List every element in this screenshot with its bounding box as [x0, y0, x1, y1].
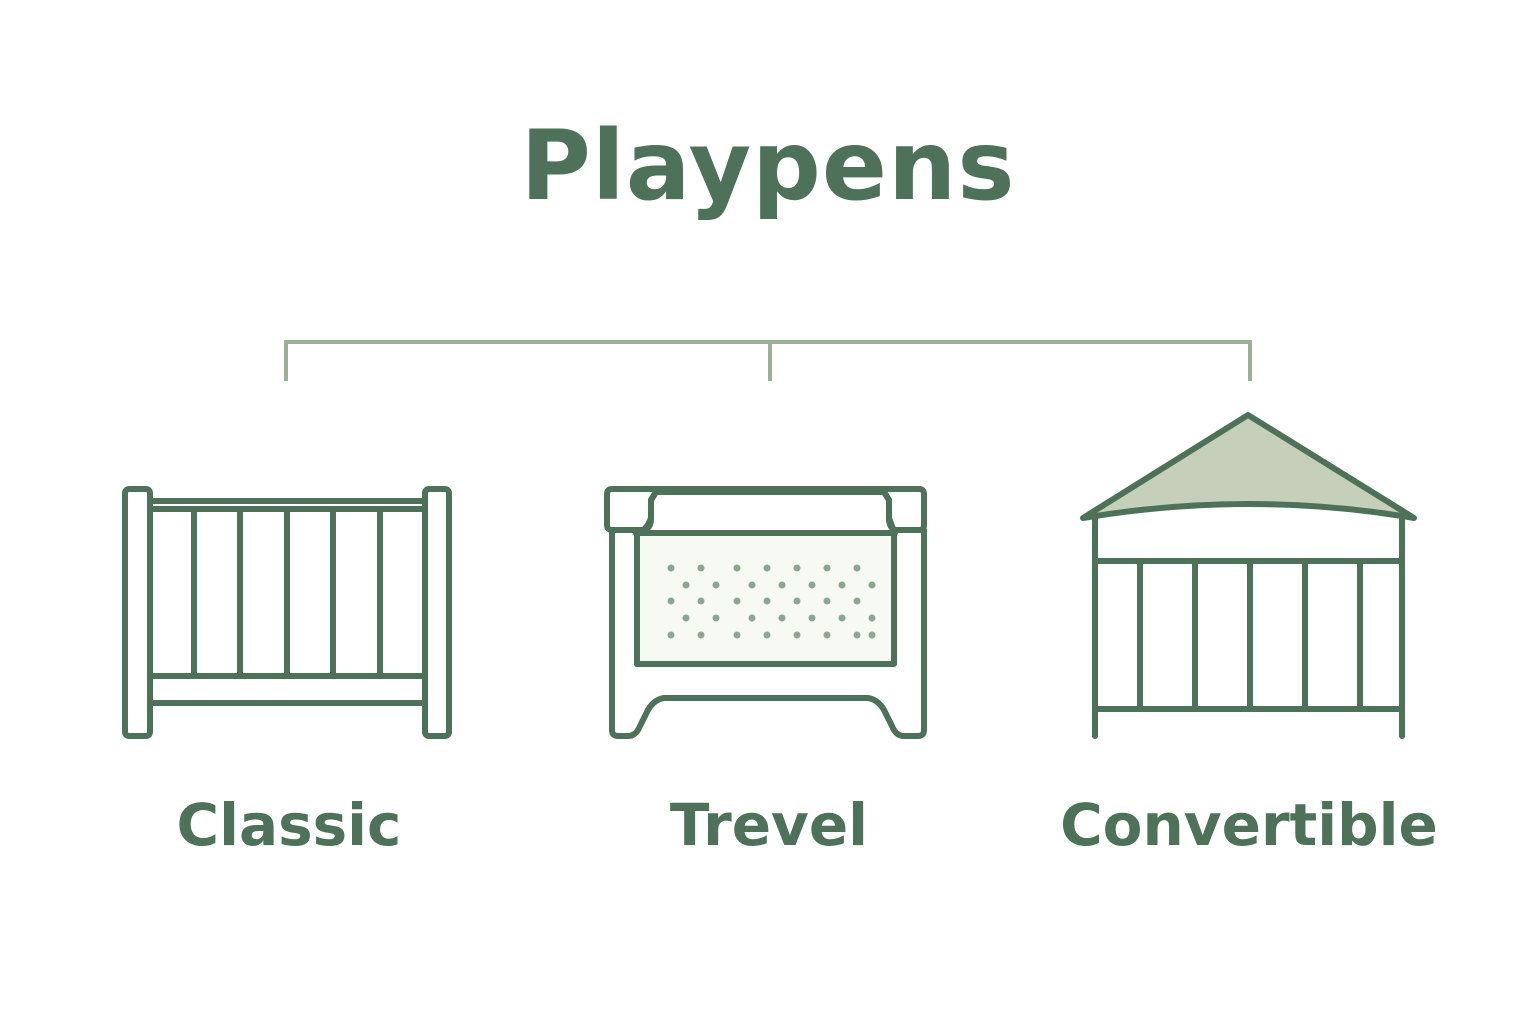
mesh-dot	[733, 631, 741, 639]
classic-crib-icon	[122, 486, 452, 739]
mesh-dot	[748, 614, 756, 622]
mesh-dot	[748, 581, 756, 589]
convertible-canopy-roof	[1080, 412, 1417, 521]
classic-bottom-rail	[147, 673, 428, 706]
convertible-playpen-icon	[1080, 412, 1417, 739]
mesh-dot	[697, 631, 705, 639]
mesh-dot	[712, 581, 720, 589]
category-label-classic: Classic	[176, 791, 402, 859]
mesh-dot	[763, 631, 771, 639]
travel-left-bracket	[633, 489, 659, 536]
mesh-dot	[853, 597, 861, 605]
mesh-dot	[733, 564, 741, 572]
mesh-dot	[838, 614, 846, 622]
diagram-title: Playpens	[520, 110, 1016, 222]
mesh-dot	[763, 597, 771, 605]
mesh-dot	[763, 564, 771, 572]
mesh-dot	[823, 631, 831, 639]
mesh-dot	[712, 614, 720, 622]
mesh-dot	[778, 614, 786, 622]
mesh-dot	[667, 631, 675, 639]
mesh-dot	[697, 564, 705, 572]
convertible-slats	[1137, 558, 1363, 712]
classic-right-post	[422, 486, 452, 739]
classic-slats	[191, 506, 383, 679]
tree-connector	[284, 340, 1252, 381]
mesh-dot	[793, 631, 801, 639]
mesh-dot	[682, 614, 690, 622]
mesh-dot	[808, 614, 816, 622]
mesh-dot	[823, 564, 831, 572]
mesh-dot	[667, 564, 675, 572]
mesh-dot	[682, 581, 690, 589]
mesh-dot	[778, 581, 786, 589]
category-label-travel: Trevel	[669, 791, 869, 859]
mesh-dot	[868, 631, 876, 639]
mesh-dot	[697, 597, 705, 605]
travel-mesh-dots	[667, 564, 876, 639]
mesh-dot	[667, 597, 675, 605]
mesh-dot	[868, 581, 876, 589]
travel-playpen-icon	[604, 486, 927, 739]
mesh-dot	[808, 581, 816, 589]
classic-left-post	[122, 486, 153, 739]
mesh-dot	[868, 614, 876, 622]
mesh-dot	[823, 597, 831, 605]
mesh-dot	[793, 564, 801, 572]
mesh-dot	[793, 597, 801, 605]
mesh-dot	[853, 564, 861, 572]
travel-right-bracket	[881, 489, 898, 536]
mesh-dot	[853, 631, 861, 639]
mesh-dot	[733, 597, 741, 605]
travel-frame-body	[609, 527, 927, 739]
mesh-dot	[838, 581, 846, 589]
category-label-convertible: Convertible	[1060, 791, 1438, 859]
